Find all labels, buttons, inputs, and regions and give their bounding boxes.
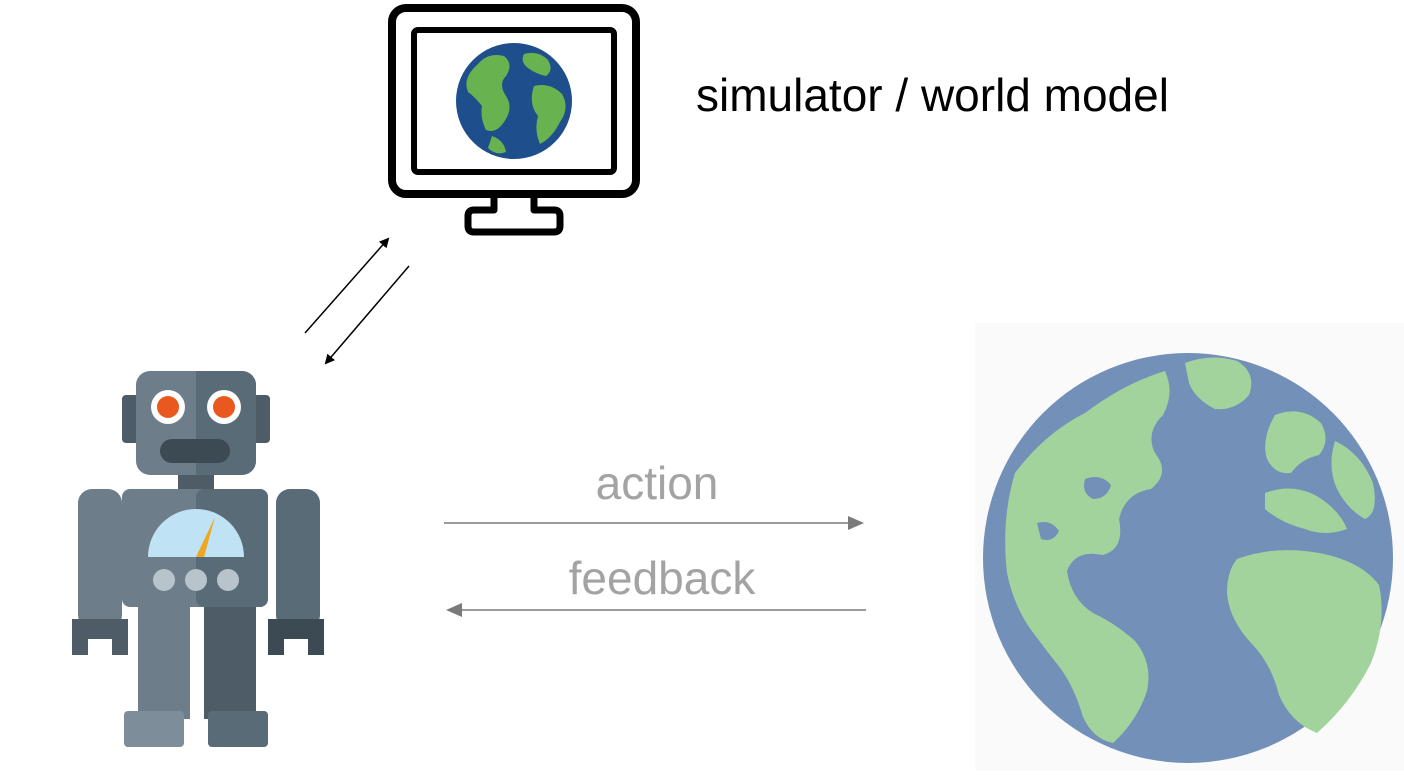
double-arrow: [295, 230, 420, 370]
flow-arrows: [440, 505, 870, 625]
action-label: action: [595, 457, 719, 509]
earth-globe-icon: [975, 323, 1404, 771]
robot-icon: [10, 365, 380, 755]
globe-icon: [456, 43, 572, 159]
monitor-icon: [388, 4, 640, 236]
feedback-label: feedback: [568, 552, 756, 604]
arrow-to-simulator: [304, 237, 390, 334]
arrow-from-simulator: [324, 265, 410, 365]
simulator-label: simulator / world model: [696, 69, 1169, 121]
